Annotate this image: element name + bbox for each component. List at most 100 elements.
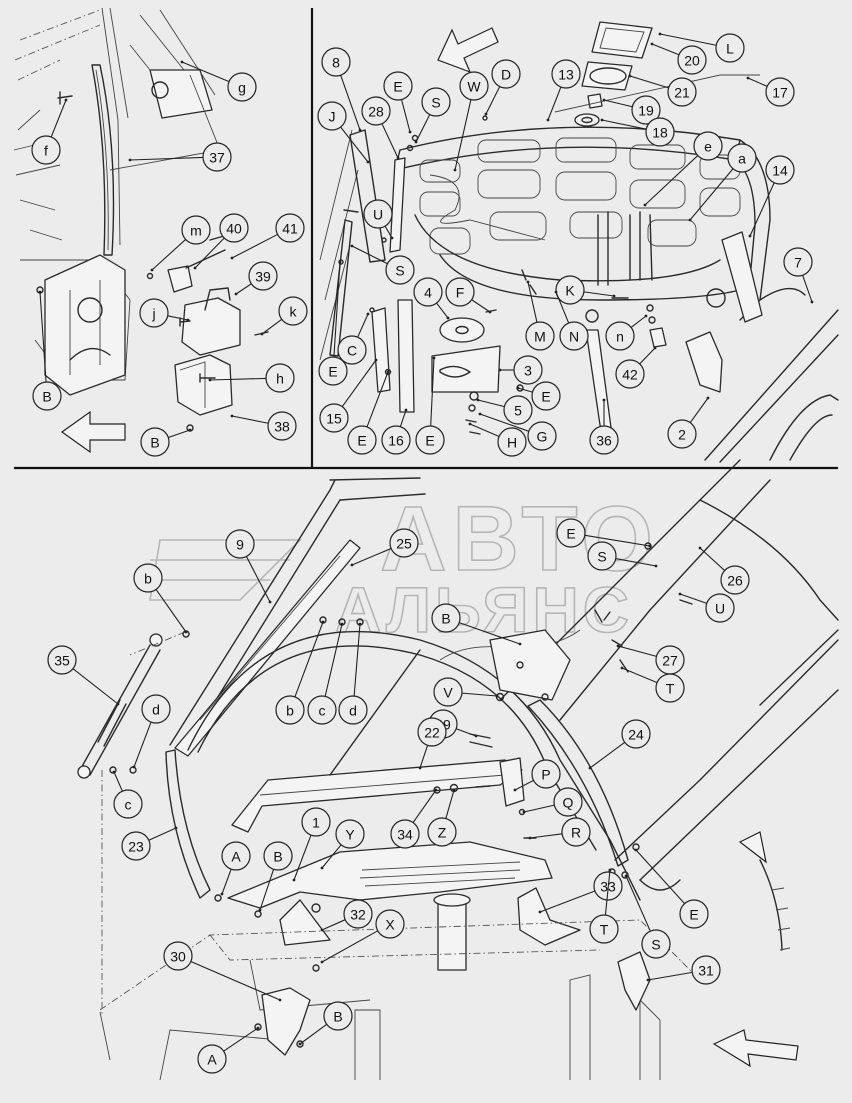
callout-28: 28 [361, 96, 400, 160]
callout-label: 21 [674, 85, 690, 101]
panel-top-right-grille [319, 21, 839, 463]
callout-leader-tip [128, 158, 132, 162]
callout-bubble [551, 59, 581, 89]
callout-label: 41 [282, 221, 298, 237]
callout-N: N [554, 290, 589, 351]
callout-label: a [738, 151, 746, 167]
callout-leader [635, 849, 686, 904]
curved-arrow-icon [738, 831, 767, 864]
callout-S1: S [414, 87, 451, 144]
callout-leader-tip [654, 564, 658, 568]
callout-bubble [335, 819, 365, 849]
callout-bubble [641, 929, 671, 959]
callout-bubble [219, 213, 249, 243]
callout-leader-tip [468, 422, 472, 426]
callout-label: F [456, 285, 465, 301]
callout-leader-tip [366, 160, 370, 164]
callout-m: m [150, 215, 211, 272]
callout-leader [689, 397, 709, 423]
callout-leader [689, 168, 734, 221]
callout-label: e [704, 139, 712, 155]
callout-leader [167, 315, 189, 321]
callout-leader [601, 119, 647, 130]
callout-bubble [531, 759, 561, 789]
callout-G: G [478, 412, 557, 451]
callout-bubble [301, 807, 331, 837]
callout-31: 31 [646, 955, 721, 985]
watermark-line2: АЛЬЯНС [335, 574, 633, 646]
callout-V: V [433, 677, 499, 707]
callout-h: h [208, 363, 295, 393]
callout-leader [583, 291, 615, 297]
callout-bubble [32, 381, 62, 411]
callout-bubble [319, 403, 349, 433]
callout-leader-tip [220, 892, 224, 896]
callout-bubble [385, 255, 415, 285]
callout-label: 38 [274, 419, 290, 435]
callout-leader-tip [350, 563, 354, 567]
callout-leader [679, 593, 707, 604]
callout-label: j [151, 306, 155, 322]
callout-label: 32 [350, 907, 366, 923]
callout-label: 15 [326, 411, 342, 427]
callout-J: J [317, 101, 370, 164]
callout-label: S [597, 549, 606, 565]
callout-40: 40 [193, 213, 249, 270]
callout-bubble [381, 425, 411, 455]
callout-leader [617, 645, 657, 657]
callout-leader [235, 283, 252, 295]
callout-leader-tip [256, 1026, 260, 1030]
callout-7: 7 [783, 247, 814, 304]
callout-leader-tip [526, 280, 530, 284]
callout-leader-tip [746, 76, 750, 80]
callout-leader-tip [278, 998, 282, 1002]
callout-leader [293, 834, 312, 881]
callout-leader [353, 623, 361, 697]
callout-leader-tip [810, 300, 814, 304]
callout-leader-tip [320, 960, 324, 964]
callout-bubble [433, 677, 463, 707]
callout-label: 30 [170, 949, 186, 965]
callout-leader-tip [396, 156, 400, 160]
callout-label: X [385, 917, 395, 933]
callout-leader-tip [658, 32, 662, 36]
callout-e: e [643, 131, 723, 207]
callout-leader [459, 622, 521, 645]
callout-E2: E [516, 381, 561, 411]
callout-leader [261, 318, 283, 335]
callout-label: E [357, 433, 366, 449]
callout-leader [415, 114, 431, 143]
callout-label: U [715, 601, 725, 617]
callout-leader-tip [513, 788, 517, 792]
callout-bubble [525, 321, 555, 351]
callout-leader-tip [230, 256, 234, 260]
callout-41: 41 [230, 213, 305, 260]
callout-label: B [42, 389, 51, 405]
callout-label: b [286, 703, 294, 719]
callout-leader-tip [193, 266, 197, 270]
callout-bubble [587, 541, 617, 571]
callout-bubble [667, 419, 697, 449]
callout-leader [651, 43, 680, 56]
callout-B5: B [298, 1001, 353, 1046]
callout-leader [485, 86, 501, 115]
callout-bubble [307, 695, 337, 725]
callout-label: Q [563, 795, 574, 811]
callout-bubble [338, 695, 368, 725]
callout-d1: d [338, 622, 368, 725]
callout-5: 5 [476, 395, 533, 425]
callout-bubble [197, 1044, 227, 1074]
callout-16: 16 [381, 408, 411, 455]
callout-label: E [566, 526, 575, 542]
callout-42: 42 [615, 346, 657, 389]
callout-label: 19 [638, 103, 654, 119]
callout-label: n [616, 329, 624, 345]
callout-leader [231, 415, 269, 424]
callout-leader-tip [112, 770, 116, 774]
callout-label: 5 [514, 403, 522, 419]
callout-leader-tip [648, 544, 652, 548]
callout-bubble [605, 321, 635, 351]
callout-leader-tip [446, 316, 450, 320]
